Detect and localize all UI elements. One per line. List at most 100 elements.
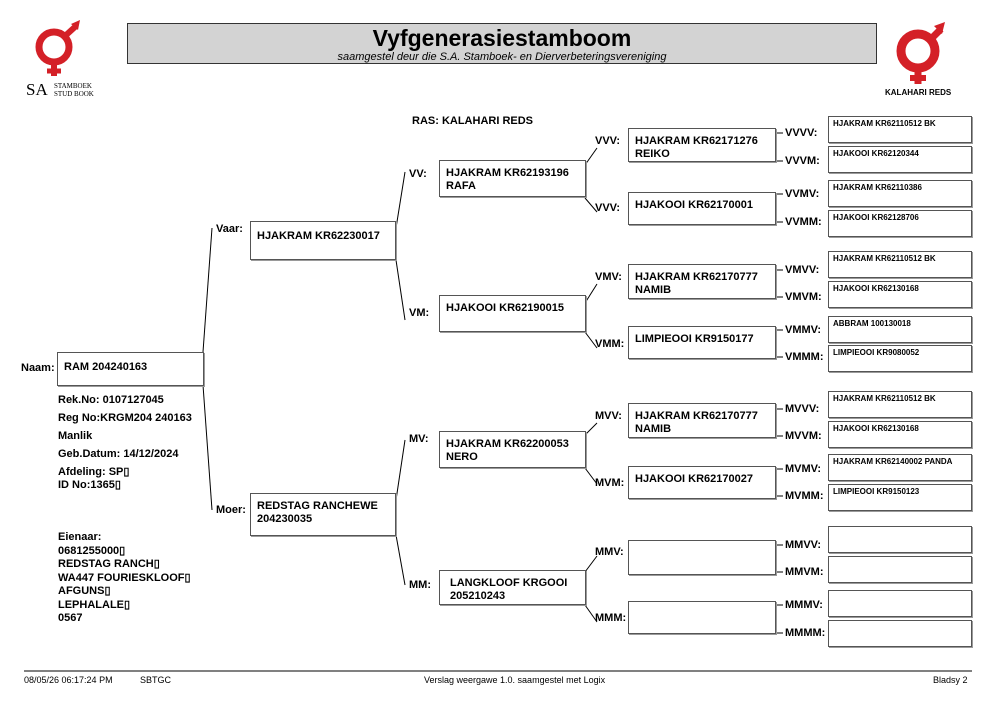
gen2-name: HJAKRAM KR62200053 NERO — [446, 438, 569, 463]
gen4-label: VVVV: — [785, 127, 818, 139]
gen3-name: HJAKRAM KR62170777 NAMIB — [635, 271, 758, 296]
gen4-label: MVVM: — [785, 430, 822, 442]
page-subtitle: saamgestel deur die S.A. Stamboek- en Di… — [337, 51, 667, 63]
dam-name: REDSTAG RANCHEWE 204230035 — [257, 500, 378, 525]
gen4-name: ABBRAM 100130018 — [833, 319, 911, 328]
gen4-box: HJAKOOI KR62130168 — [828, 281, 972, 308]
gen4-name: HJAKOOI KR62120344 — [833, 149, 919, 158]
gen4-name: HJAKRAM KR62110512 BK — [833, 119, 936, 128]
id-number: ID No:1365▯ — [58, 479, 121, 491]
sire-box: HJAKRAM KR62230017 — [250, 221, 396, 260]
gen4-label: VVVM: — [785, 155, 820, 167]
animal-details: Rek.No: 0107127045 Reg No:KRGM204 240163… — [58, 391, 192, 494]
gen4-name: HJAKOOI KR62130168 — [833, 424, 919, 433]
dam-label: Moer: — [216, 504, 246, 516]
gen4-box: HJAKRAM KR62110386 — [828, 180, 972, 207]
gen4-box: HJAKRAM KR62110512 BK — [828, 116, 972, 143]
gen2-label: VM: — [409, 307, 430, 319]
gen4-name: HJAKRAM KR62110512 BK — [833, 254, 936, 263]
gen4-box: HJAKOOI KR62130168 — [828, 421, 972, 448]
gen3-name: HJAKOOI KR62170001 — [635, 199, 754, 211]
gen4-box — [828, 526, 972, 553]
gen4-name: HJAKRAM KR62140002 PANDA — [833, 457, 953, 466]
gen3-label: MMM: — [595, 612, 627, 624]
gen4-box: HJAKOOI KR62120344 — [828, 146, 972, 173]
gen4-label: MVVV: — [785, 403, 820, 415]
logo-studbook-text: STUD BOOK — [54, 90, 94, 98]
gen4-box — [828, 590, 972, 617]
gen3-name: HJAKOOI KR62170027 — [635, 473, 754, 485]
birth-date: Geb.Datum: 14/12/2024 — [58, 448, 179, 460]
footer-datetime: 08/05/26 06:17:24 PM — [24, 675, 113, 685]
sex-symbol-icon — [35, 20, 80, 76]
gen4-box: LIMPIEOOI KR9080052 — [828, 345, 972, 372]
gen3-box: HJAKOOI KR62170027 — [628, 466, 776, 499]
gen4-label: VMMM: — [785, 351, 824, 363]
owner-phone: 0681255000▯ — [58, 544, 126, 557]
gen4-label: MMVV: — [785, 539, 822, 551]
animal-name: RAM 204240163 — [64, 361, 148, 373]
gen2-name: HJAKRAM KR62193196 RAFA — [446, 167, 569, 192]
gen3-label: VVV: — [595, 135, 621, 147]
owner-town: AFGUNS▯ — [58, 585, 111, 597]
section: Afdeling: SP▯ — [58, 466, 130, 478]
gen3-box — [628, 601, 776, 634]
kalahari-reds-logo: KALAHARI REDS — [882, 18, 962, 100]
gen4-box — [828, 556, 972, 583]
gen2-box: HJAKRAM KR62200053 NERO — [439, 431, 586, 468]
gen2-label: VV: — [409, 168, 427, 180]
reg-no: Reg No:KRGM204 240163 — [58, 412, 192, 424]
gen4-label: MVMV: — [785, 463, 822, 475]
gen2-name: HJAKOOI KR62190015 — [446, 302, 565, 314]
sa-studbook-logo: SA STAMBOEK STUD BOOK — [24, 18, 106, 100]
gen3-name: LIMPIEOOI KR9150177 — [635, 333, 754, 345]
gen3-label: VMM: — [595, 338, 625, 350]
gen4-name: LIMPIEOOI KR9080052 — [833, 348, 920, 357]
gen2-label: MV: — [409, 433, 429, 445]
gen3-box: HJAKRAM KR62170777 NAMIB — [628, 264, 776, 299]
animal-name-box: RAM 204240163 — [57, 352, 204, 386]
gen3-name: HJAKRAM KR62170777 NAMIB — [635, 410, 758, 435]
owner-city: LEPHALALE▯ — [58, 598, 131, 611]
gen4-label: MMMM: — [785, 627, 826, 639]
gen4-label: VVMV: — [785, 188, 820, 200]
gen2-box: HJAKRAM KR62193196 RAFA — [439, 160, 586, 197]
gen4-box: HJAKRAM KR62110512 BK — [828, 251, 972, 278]
gen4-name: HJAKRAM KR62110386 — [833, 183, 922, 192]
gen4-label: VVMM: — [785, 216, 822, 228]
owner-details: Eienaar: 0681255000▯ REDSTAG RANCH▯ WA44… — [58, 531, 191, 626]
gen3-label: VVV: — [595, 202, 621, 214]
dam-box: REDSTAG RANCHEWE 204230035 — [250, 493, 396, 536]
footer-code: SBTGC — [140, 675, 172, 685]
owner-label: Eienaar: — [58, 531, 102, 543]
sex-symbol-icon — [896, 22, 945, 84]
title-banner: Vyfgenerasiestamboom saamgestel deur die… — [127, 23, 877, 64]
gen3-box: LIMPIEOOI KR9150177 — [628, 326, 776, 359]
gen4-box: HJAKRAM KR62140002 PANDA — [828, 454, 972, 481]
gen3-label: MVM: — [595, 477, 625, 489]
gen2-label: MM: — [409, 579, 431, 591]
sire-label: Vaar: — [216, 223, 243, 235]
gen3-box: HJAKRAM KR62170777 NAMIB — [628, 403, 776, 438]
gen4-box — [828, 620, 972, 647]
reg-number: Rek.No: 0107127045 — [58, 394, 164, 406]
gen2-box: LANGKLOOF KRGOOI 205210243 — [439, 570, 586, 605]
gen3-box: HJAKRAM KR62171276 REIKO — [628, 128, 776, 162]
gen4-box: ABBRAM 100130018 — [828, 316, 972, 343]
animal-label: Naam: — [21, 362, 55, 374]
gen3-name: HJAKRAM KR62171276 REIKO — [635, 135, 758, 160]
gen4-name: HJAKOOI KR62128706 — [833, 213, 919, 222]
sex: Manlik — [58, 430, 93, 442]
gen2-name: LANGKLOOF KRGOOI 205210243 — [450, 577, 568, 602]
owner-postcode: 0567 — [58, 612, 83, 624]
gen3-box — [628, 540, 776, 575]
gen4-name: HJAKOOI KR62130168 — [833, 284, 919, 293]
owner-name: REDSTAG RANCH▯ — [58, 558, 160, 570]
gen4-box: HJAKOOI KR62128706 — [828, 210, 972, 237]
logo-caption: KALAHARI REDS — [885, 88, 952, 97]
footer-report: Verslag weergawe 1.0. saamgestel met Log… — [424, 675, 606, 685]
breed-label: RAS: KALAHARI REDS — [412, 115, 533, 127]
logo-stamboek-text: STAMBOEK — [54, 82, 92, 90]
gen3-box: HJAKOOI KR62170001 — [628, 192, 776, 225]
